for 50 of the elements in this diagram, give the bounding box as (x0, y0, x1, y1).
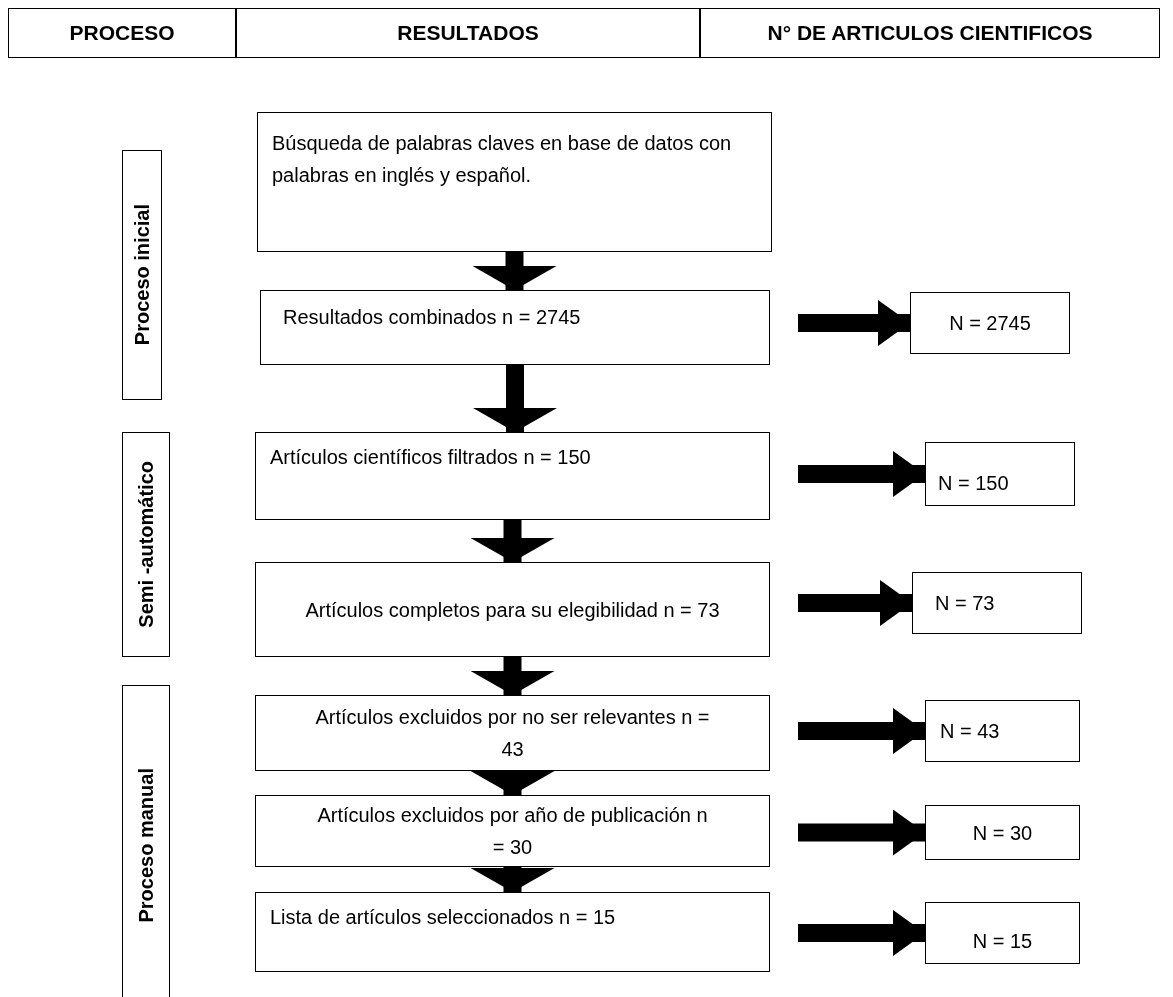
process-box (260, 290, 770, 365)
box-text: Artículos excluidos por año de publicación n = 30 (316, 803, 709, 860)
arrow (798, 300, 910, 346)
phase-label: Semi -automático (134, 461, 158, 628)
phase-band (122, 685, 170, 997)
arrow (473, 365, 557, 432)
column-header: RESULTADOS (397, 21, 539, 45)
arrow (470, 771, 555, 795)
header-cell (8, 8, 236, 58)
process-box (257, 112, 772, 252)
phase-band (122, 432, 170, 657)
process-box (255, 695, 770, 771)
arrow (472, 252, 557, 290)
arrow (798, 708, 925, 754)
box-text: Lista de artículos seleccionados n = 15 (270, 905, 616, 930)
box-text: N = 73 (935, 591, 995, 616)
box-text: N = 2745 (949, 311, 1031, 336)
phase-label: Proceso manual (134, 767, 158, 923)
box-text: N = 43 (940, 719, 1000, 744)
column-header: PROCESO (69, 21, 175, 45)
process-box (925, 700, 1080, 762)
column-header: N° DE ARTICULOS CIENTIFICOS (767, 21, 1093, 45)
arrow (470, 520, 555, 562)
header-cell (236, 8, 700, 58)
box-text: Resultados combinados n = 2745 (283, 305, 581, 330)
box-text: Artículos científicos filtrados n = 150 (270, 445, 591, 470)
process-box (255, 562, 770, 657)
process-box (255, 795, 770, 867)
arrow (470, 657, 555, 695)
box-text: Artículos excluidos por no ser relevantes n = 43 (314, 705, 711, 762)
process-box (255, 892, 770, 972)
phase-label: Proceso inicial (130, 204, 154, 346)
box-text: N = 30 (972, 820, 1033, 846)
phase-band (122, 150, 162, 400)
process-box (255, 432, 770, 520)
process-box (925, 442, 1075, 506)
box-text: Búsqueda de palabras claves en base de datos con palabras en inglés y español. (272, 131, 733, 188)
process-box (910, 292, 1070, 354)
arrow (798, 809, 925, 856)
arrow (798, 451, 925, 497)
box-text: N = 150 (938, 471, 1009, 496)
arrow (798, 580, 912, 626)
process-box (912, 572, 1082, 634)
box-text: N = 15 (972, 929, 1033, 954)
header-cell (700, 8, 1160, 58)
arrow (798, 910, 925, 956)
process-box (925, 902, 1080, 964)
box-text: Artículos completos para su elegibilidad n = 73 (305, 597, 720, 623)
arrow (470, 867, 555, 892)
process-box (925, 805, 1080, 860)
